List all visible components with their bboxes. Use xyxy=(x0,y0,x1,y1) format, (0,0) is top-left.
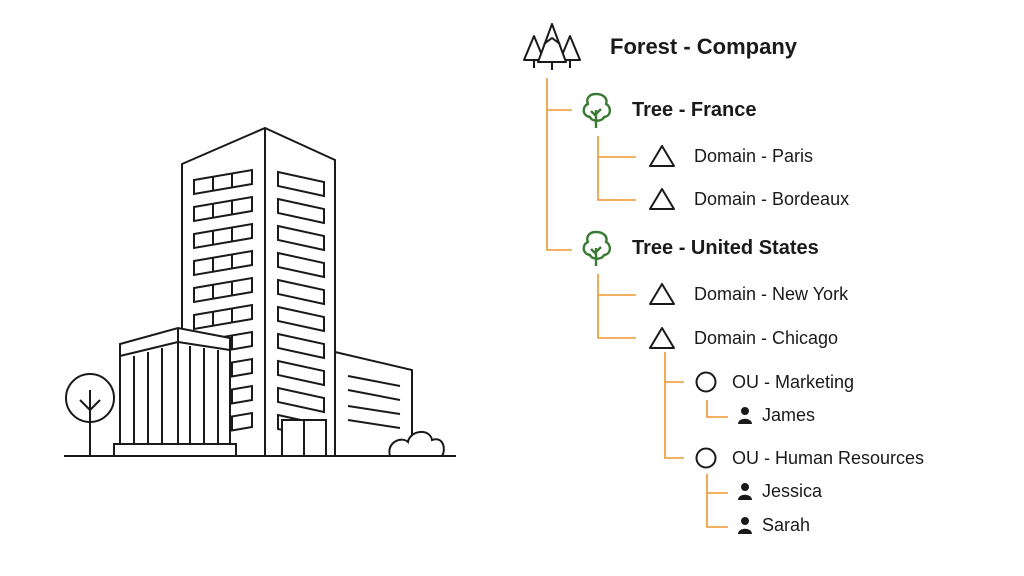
user-sarah-label: Sarah xyxy=(762,515,811,535)
domain-chicago-label: Domain - Chicago xyxy=(694,328,839,348)
tree-france-label: Tree - France xyxy=(632,99,757,121)
connector-line-11 xyxy=(706,493,728,528)
tree-us-label: Tree - United States xyxy=(632,237,819,259)
connector-line-4 xyxy=(597,157,636,201)
user-sarah-node: Sarah xyxy=(738,516,810,534)
user-james-label: James xyxy=(762,405,816,425)
connector-line-2 xyxy=(546,110,572,251)
user-jessica-label: Jessica xyxy=(762,481,823,501)
forest-node: Forest - Company xyxy=(520,22,797,72)
office-building-illustration xyxy=(64,126,456,457)
user-jessica-node: Jessica xyxy=(738,482,822,500)
ou-hr-node: OU - Human Resources xyxy=(694,446,924,470)
tree-france-node: Tree - France xyxy=(578,90,757,130)
user-icon xyxy=(738,406,752,424)
connector-line-6 xyxy=(597,295,636,339)
triangle-icon xyxy=(648,281,676,307)
ou-marketing-node: OU - Marketing xyxy=(694,370,854,394)
user-icon xyxy=(738,482,752,500)
connector-line-9 xyxy=(706,400,728,418)
domain-chicago-node: Domain - Chicago xyxy=(648,325,838,351)
connector-line-7 xyxy=(664,352,684,383)
connector-line-8 xyxy=(664,382,684,459)
user-james-node: James xyxy=(738,406,815,424)
connector-line-5 xyxy=(597,274,636,296)
tree-icon xyxy=(578,90,614,130)
domain-bordeaux-node: Domain - Bordeaux xyxy=(648,186,849,212)
ou-marketing-label: OU - Marketing xyxy=(732,372,855,392)
connector-line-10 xyxy=(706,474,728,494)
domain-newyork-node: Domain - New York xyxy=(648,281,848,307)
user-icon xyxy=(738,516,752,534)
domain-newyork-label: Domain - New York xyxy=(694,284,849,304)
connector-line-3 xyxy=(597,136,636,158)
connector-line-1 xyxy=(546,78,572,111)
triangle-icon xyxy=(648,143,676,169)
tree-us-node: Tree - United States xyxy=(578,228,819,268)
domain-bordeaux-label: Domain - Bordeaux xyxy=(694,189,850,209)
tree-icon xyxy=(578,228,614,268)
domain-paris-node: Domain - Paris xyxy=(648,143,813,169)
forest-label: Forest - Company xyxy=(610,34,798,59)
triangle-icon xyxy=(648,186,676,212)
forest-icon xyxy=(520,22,584,72)
ou-hr-label: OU - Human Resources xyxy=(732,448,925,468)
circle-icon xyxy=(694,446,718,470)
domain-paris-label: Domain - Paris xyxy=(694,146,814,166)
circle-icon xyxy=(694,370,718,394)
triangle-icon xyxy=(648,325,676,351)
